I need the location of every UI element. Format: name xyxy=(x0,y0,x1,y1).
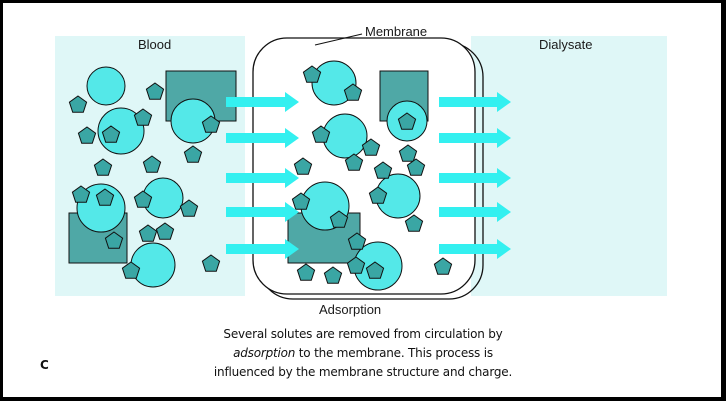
small-solute xyxy=(291,192,311,210)
small-solute xyxy=(183,145,203,163)
small-solute xyxy=(433,257,453,275)
small-solute xyxy=(404,214,424,232)
flow-arrow xyxy=(226,128,299,148)
small-solute xyxy=(93,158,113,176)
small-solute xyxy=(95,188,115,206)
caption-emphasis: adsorption xyxy=(233,346,296,360)
small-solute xyxy=(398,144,418,162)
small-solute xyxy=(296,263,316,281)
small-solute xyxy=(201,254,221,272)
large-round-solute xyxy=(130,242,176,288)
small-solute xyxy=(104,231,124,249)
small-solute xyxy=(406,158,426,176)
small-solute xyxy=(368,186,388,204)
small-solute xyxy=(344,153,364,171)
small-solute xyxy=(343,83,363,101)
small-solute xyxy=(361,138,381,156)
large-round-solute xyxy=(311,60,357,106)
flow-arrow xyxy=(439,239,511,259)
large-round-solute xyxy=(86,66,126,106)
small-solute xyxy=(329,210,349,228)
flow-arrow xyxy=(226,92,299,112)
flow-arrow xyxy=(226,168,299,188)
small-solute xyxy=(121,261,141,279)
small-solute xyxy=(397,112,417,130)
membrane-label: Membrane xyxy=(365,24,427,39)
small-solute xyxy=(323,266,343,284)
small-solute xyxy=(133,108,153,126)
small-solute xyxy=(101,125,121,143)
small-solute xyxy=(302,65,322,83)
small-solute xyxy=(346,256,366,274)
caption-line-3: influenced by the membrane structure and… xyxy=(213,365,513,379)
small-solute xyxy=(179,199,199,217)
small-solute xyxy=(201,115,221,133)
small-solute xyxy=(77,126,97,144)
small-solute xyxy=(373,161,393,179)
small-solute xyxy=(311,125,331,143)
caption-line-2: adsorption to the membrane. This process… xyxy=(103,344,623,363)
small-solute xyxy=(142,155,162,173)
small-solute xyxy=(71,185,91,203)
small-solute xyxy=(138,224,158,242)
flow-arrow xyxy=(439,202,511,222)
small-solute xyxy=(365,261,385,279)
caption-line-1: Several solutes are removed from circula… xyxy=(223,327,503,341)
flow-arrow xyxy=(226,202,299,222)
figure-frame: Blood Membrane Dialysate Adsorption Seve… xyxy=(3,3,721,397)
small-solute xyxy=(145,82,165,100)
flow-arrow xyxy=(226,239,299,259)
flow-arrow xyxy=(439,128,511,148)
small-solute xyxy=(133,190,153,208)
large-round-solute xyxy=(322,113,368,159)
small-solute xyxy=(293,157,313,175)
flow-arrow xyxy=(439,92,511,112)
blood-label: Blood xyxy=(138,37,171,52)
dialysate-label: Dialysate xyxy=(539,37,592,52)
panel-letter: C xyxy=(40,358,49,372)
caption-line-2-rest: to the membrane. This process is xyxy=(295,346,493,360)
small-solute xyxy=(347,232,367,250)
small-solute xyxy=(155,222,175,240)
membrane-label-pointer xyxy=(314,33,363,46)
adsorption-diagram: Blood Membrane Dialysate Adsorption xyxy=(55,24,667,317)
dialysate-region xyxy=(471,36,667,296)
adsorption-label: Adsorption xyxy=(319,302,381,317)
flow-arrow xyxy=(439,168,511,188)
small-solute xyxy=(68,95,88,113)
